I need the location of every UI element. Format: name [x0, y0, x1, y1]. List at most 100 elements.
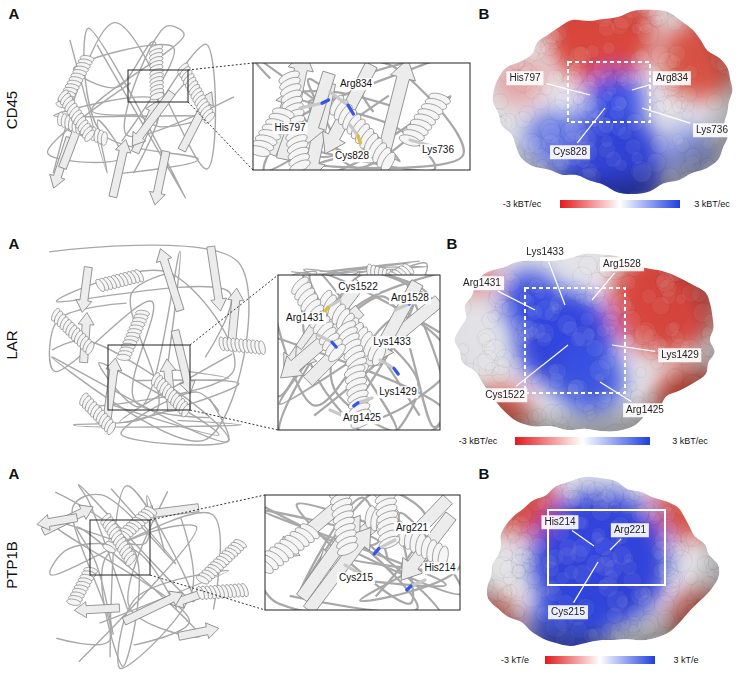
electrostatic-surface	[496, 158, 507, 169]
electrostatic-surface	[481, 172, 497, 188]
electrostatic-surface	[662, 243, 680, 261]
cd45-panel	[46, 0, 746, 220]
electrostatic-surface	[723, 168, 739, 184]
electrostatic-surface	[488, 111, 498, 121]
ribbon-structure	[84, 28, 198, 198]
ribbon-structure	[49, 301, 208, 418]
ribbon-structure	[101, 131, 109, 146]
electrostatic-surface	[517, 14, 531, 28]
scale-label: 3 kBT/ec	[671, 436, 709, 446]
electrostatic-surface	[715, 299, 732, 316]
electrostatic-surface	[716, 607, 728, 619]
leader-line	[577, 108, 605, 143]
leader-line	[610, 539, 621, 550]
ribbon-structure	[203, 245, 229, 312]
residue-label: Arg1431	[284, 312, 326, 324]
electrostatic-surface	[710, 260, 720, 270]
zoom-inset	[90, 520, 150, 575]
electrostatic-surface	[556, 12, 568, 24]
electrostatic-surface	[437, 308, 451, 322]
electrostatic-surface	[617, 236, 633, 252]
electrostatic-surface	[492, 3, 503, 14]
ribbon-structure	[124, 553, 138, 568]
electrostatic-surface	[699, 386, 713, 400]
electrostatic-surface	[478, 572, 488, 582]
zoom-inset	[108, 345, 190, 410]
zoom-inset	[108, 265, 452, 448]
electrostatic-surface	[511, 630, 525, 644]
electrostatic-surface	[714, 323, 727, 336]
residue-label: Arg1425	[623, 403, 667, 417]
electrostatic-surface	[509, 625, 522, 638]
residue-label: Arg834	[338, 78, 374, 90]
electrostatic-surface	[487, 146, 501, 160]
electrostatic-surface	[698, 420, 709, 431]
zoom-inset	[358, 136, 360, 143]
zoom-inset	[407, 580, 425, 590]
electrostatic-surface	[473, 257, 488, 272]
electrostatic-surface	[673, 484, 684, 495]
scale-label: -3 kT/e	[500, 655, 530, 665]
electrostatic-surface	[705, 533, 719, 547]
zoom-inset	[265, 556, 276, 577]
electrostatic-surface	[439, 384, 455, 400]
electrostatic-surface	[731, 95, 744, 108]
ribbon-structure	[195, 574, 210, 586]
zoom-inset	[188, 102, 253, 170]
ribbon-structure	[74, 266, 96, 313]
electrostatic-surface	[701, 603, 722, 624]
ribbon-structure	[47, 40, 130, 173]
ribbon-structure	[195, 582, 250, 601]
electrostatic-surface	[483, 536, 494, 547]
color-scale-bar	[545, 656, 655, 664]
residue-label: Cys1522	[482, 388, 527, 402]
electrostatic-surface	[490, 499, 500, 509]
electrostatic-surface	[690, 414, 703, 427]
zoom-inset	[150, 495, 265, 520]
ribbon-structure	[66, 598, 81, 606]
electrostatic-surface	[714, 403, 728, 417]
electrostatic-surface	[646, 236, 662, 252]
zoom-inset	[128, 70, 188, 102]
ribbon-structure	[65, 563, 100, 611]
zoom-inset	[278, 275, 440, 430]
ribbon-structure	[195, 585, 206, 600]
electrostatic-surface	[483, 403, 497, 417]
ribbon-structure	[47, 306, 99, 357]
electrostatic-surface	[471, 631, 486, 646]
electrostatic-surface	[720, 5, 739, 24]
zoom-inset	[394, 368, 398, 374]
electrostatic-surface	[530, 1, 548, 19]
ribbon-structure	[94, 267, 146, 294]
electrostatic-surface	[441, 371, 455, 385]
electrostatic-surface	[536, 19, 546, 29]
ribbon-structure	[105, 138, 134, 199]
residue-label: His214	[541, 515, 578, 529]
zoom-inset	[330, 92, 353, 114]
panel-letter: A	[8, 465, 21, 482]
electrostatic-surface	[653, 641, 665, 653]
panel-letter: B	[478, 465, 491, 482]
electrostatic-surface	[436, 405, 455, 424]
leader-line	[632, 85, 650, 90]
electrostatic-surface	[506, 480, 521, 495]
electrostatic-surface	[735, 130, 746, 151]
residue-label: Lys736	[420, 144, 456, 156]
ribbon-structure	[83, 128, 96, 143]
electrostatic-surface	[487, 477, 719, 646]
panel-letter: A	[8, 235, 21, 252]
electrostatic-surface	[678, 264, 691, 277]
electrostatic-surface	[693, 238, 712, 257]
electrostatic-surface	[714, 272, 734, 292]
electrostatic-surface	[665, 631, 686, 652]
residue-label: Lys736	[693, 123, 731, 137]
electrostatic-surface	[705, 401, 715, 411]
electrostatic-surface	[713, 608, 727, 622]
zoom-inset	[253, 63, 464, 170]
zoom-inset	[150, 575, 265, 610]
electrostatic-surface	[706, 523, 726, 543]
residue-label: Arg221	[394, 522, 430, 534]
scale-label: -3 kBT/ec	[502, 199, 543, 209]
zoom-inset	[188, 63, 253, 70]
